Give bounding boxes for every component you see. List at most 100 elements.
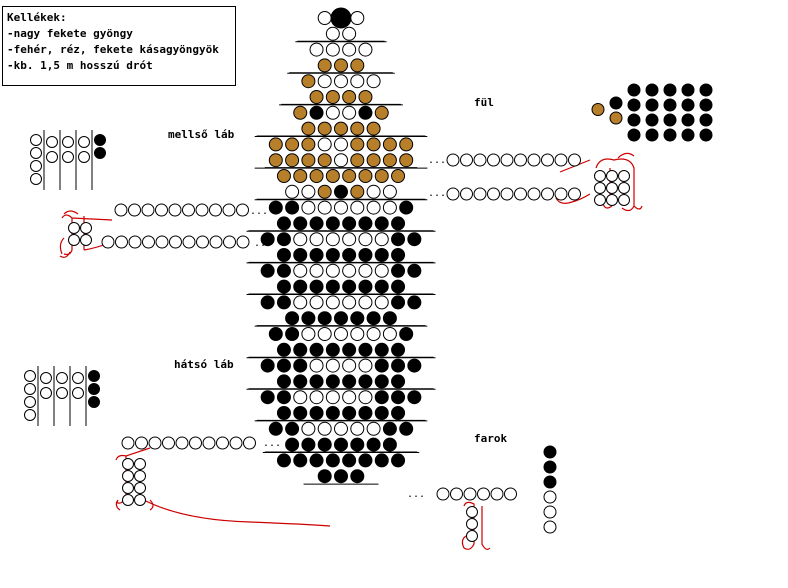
fore-leg-bead (78, 151, 90, 163)
beads (24, 7, 713, 542)
ear-strand-bead (514, 153, 527, 167)
body-bead (399, 421, 414, 436)
body-bead (309, 374, 324, 389)
hind-leg-bead (40, 372, 52, 384)
tail-label: farok (474, 432, 508, 445)
body-bead (285, 153, 300, 168)
body-bead (374, 263, 389, 278)
fore-leg-strand-bead (168, 203, 182, 217)
body-bead (358, 248, 373, 262)
body-bead (382, 311, 397, 326)
hind-leg-weave-bead (122, 494, 134, 506)
body-bead (374, 169, 389, 183)
fore-leg-strand-bead (142, 235, 155, 249)
body-bead (350, 311, 365, 326)
fore-leg-strand-bead (155, 235, 169, 249)
body-bead (301, 200, 316, 215)
body-bead (374, 105, 389, 120)
body-bead (391, 263, 406, 278)
body-bead (374, 406, 389, 420)
body-bead (276, 390, 291, 405)
body-bead (382, 200, 397, 215)
fore-leg-bead (94, 147, 106, 159)
body-bead (350, 200, 365, 215)
body-bead (285, 137, 300, 152)
fore-leg-weave-bead (68, 234, 80, 246)
body-bead (260, 263, 275, 278)
body-bead (342, 26, 357, 41)
body-bead (358, 105, 373, 120)
body-bead (358, 390, 373, 405)
ear-bead (627, 113, 641, 127)
fore-leg-strand-bead (223, 235, 236, 249)
ear-strand-bead (460, 153, 473, 167)
body-bead (260, 232, 275, 247)
tail-bead (543, 445, 557, 459)
body-bead (358, 42, 373, 57)
body-bead (342, 358, 357, 373)
ear-bead (645, 113, 659, 127)
ear-strand-bead (514, 187, 527, 201)
body-bead (317, 200, 332, 215)
continuation-dots: ... (250, 206, 268, 217)
body-bead (260, 295, 275, 310)
body-bead (309, 279, 324, 294)
ear-bead (699, 98, 713, 112)
body-bead (317, 421, 332, 436)
body-bead (350, 437, 365, 452)
body-bead (325, 342, 340, 357)
body-bead (358, 374, 373, 389)
ear-strand-bead (500, 153, 514, 167)
body-bead (293, 105, 308, 120)
fore-leg-bead (30, 134, 42, 146)
large-black-bead (330, 7, 352, 29)
body-bead (325, 42, 340, 57)
body-bead (276, 342, 291, 357)
body-bead (391, 342, 406, 357)
tail-weave-bead (466, 530, 478, 542)
body-bead (391, 279, 406, 294)
tail-bead (543, 520, 557, 534)
body-bead (391, 390, 406, 405)
body-bead (309, 248, 324, 262)
body-bead (342, 105, 357, 120)
hind-leg-strand-bead (189, 436, 202, 450)
body-bead (399, 137, 414, 152)
ear-weave-bead (594, 194, 606, 206)
body-bead (309, 358, 324, 373)
body-bead (350, 137, 365, 152)
body-bead (366, 311, 381, 326)
body-bead (334, 469, 348, 484)
body-bead (358, 295, 373, 310)
body-bead (293, 263, 308, 278)
body-bead (407, 358, 422, 373)
body-bead (358, 232, 373, 247)
fore-leg-bead (62, 151, 74, 163)
ear-bead (681, 98, 695, 112)
hind-leg-weave-bead (134, 458, 146, 470)
tail-strand-bead (463, 487, 477, 501)
tail-strand-bead (450, 487, 463, 501)
fore-leg-bead (78, 136, 90, 148)
row-separators (37, 40, 436, 485)
body-bead (260, 390, 275, 405)
body-bead (293, 453, 308, 468)
fore-leg-label: mellső láb (168, 128, 235, 141)
ear-weave-bead (606, 194, 618, 206)
ear-bead (699, 83, 713, 97)
body-bead (350, 421, 365, 436)
body-bead (325, 453, 340, 468)
body-bead (342, 453, 357, 468)
body-bead (342, 406, 357, 420)
ear-strand-bead (446, 153, 460, 167)
body-bead (268, 421, 283, 436)
body-bead (334, 421, 348, 436)
ear-bead (681, 128, 695, 142)
body-bead (293, 279, 308, 294)
fore-leg-strand-bead (182, 203, 195, 217)
body-bead (334, 184, 348, 199)
body-bead (342, 279, 357, 294)
body-bead (276, 374, 291, 389)
tail-weave-bead (466, 518, 478, 530)
